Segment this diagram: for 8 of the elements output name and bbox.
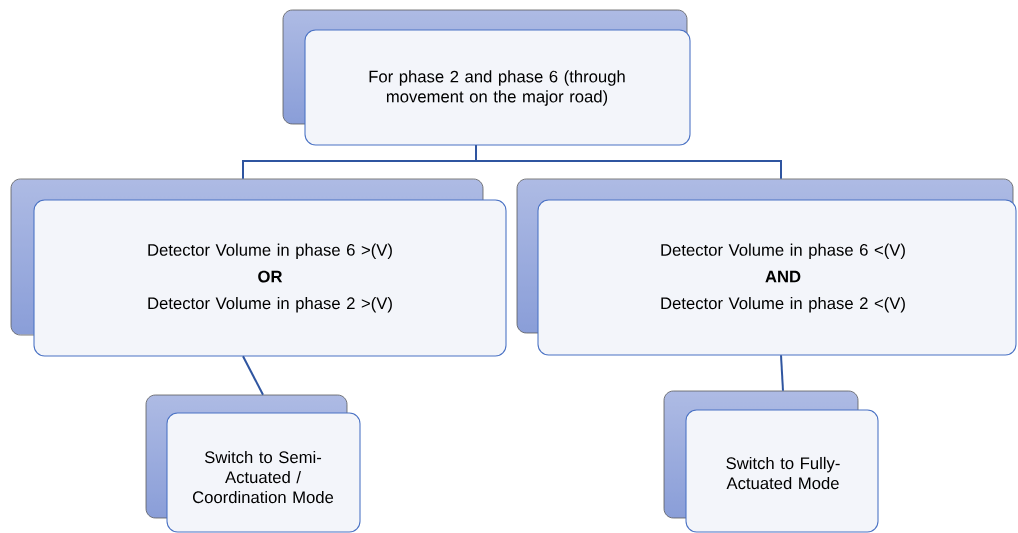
process-box: For phase 2 and phase 6 (through movement on the major road)	[282, 9, 691, 146]
process-box: Switch to Fully-Actuated Mode	[663, 390, 879, 533]
connector-line	[475, 144, 782, 180]
process-box: Switch to Semi-Actuated / Coordination Mode	[145, 394, 361, 533]
process-box: Detector Volume in phase 6 <(V) AND Detector Volume in phase 2 <(V)	[516, 178, 1017, 356]
connector-line	[242, 355, 264, 396]
connector-line	[780, 354, 784, 392]
process-box: Detector Volume in phase 6 >(V) OR Detector Volume in phase 2 >(V)	[10, 178, 507, 357]
